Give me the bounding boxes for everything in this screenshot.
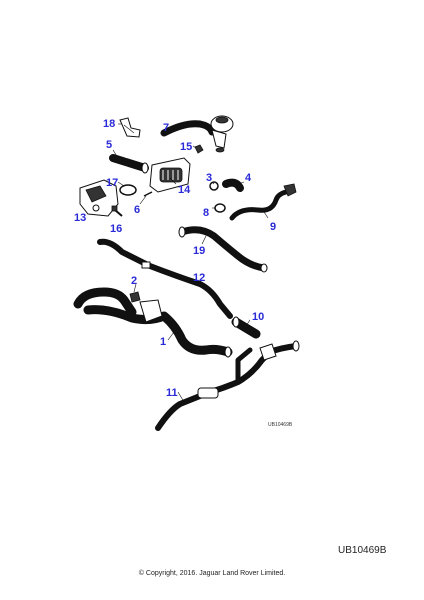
callout-19: 19 [193, 245, 205, 257]
callout-14: 14 [178, 184, 191, 196]
part-7-hose [160, 115, 234, 153]
callout-16: 16 [110, 223, 122, 235]
part-11-pipe [155, 340, 300, 431]
callout-9: 9 [270, 221, 276, 233]
callout-10: 10 [252, 311, 264, 323]
part-12-pipe [97, 238, 233, 319]
callout-11: 11 [166, 387, 178, 399]
part-8-clamp [214, 203, 226, 213]
callout-18: 18 [103, 118, 115, 130]
callout-7: 7 [163, 122, 169, 134]
part-5-pipe [109, 154, 149, 174]
part-16-bolt [111, 205, 123, 217]
callout-12: 12 [193, 272, 205, 284]
part-13-housing [79, 179, 119, 217]
callout-13: 13 [74, 212, 86, 224]
callout-15: 15 [180, 141, 192, 153]
callout-6: 6 [134, 204, 140, 216]
part-1-hose [73, 287, 233, 358]
part-6-bolt [143, 191, 153, 197]
part-14-pump [149, 157, 191, 193]
part-4-hose [222, 178, 244, 192]
callout-5: 5 [106, 139, 112, 151]
callout-3: 3 [206, 172, 212, 184]
callout-1: 1 [160, 336, 166, 348]
part-10-hose [231, 316, 261, 339]
part-18-bracket [119, 117, 141, 138]
diagram-reference: UB10469B [338, 545, 387, 556]
part-19-hose [178, 226, 268, 273]
callout-4: 4 [245, 172, 252, 184]
part-15-clip [194, 144, 204, 154]
part-17-gasket [119, 184, 137, 196]
part-3-clip [209, 181, 219, 191]
callout-17: 17 [106, 177, 118, 189]
inner-diagram-ref: UB10469B [268, 422, 293, 428]
callout-2: 2 [131, 275, 137, 287]
part-9-hose [229, 183, 297, 221]
callout-8: 8 [203, 207, 209, 219]
copyright-notice: © Copyright, 2016. Jaguar Land Rover Lim… [138, 570, 286, 577]
part-2-fitting [129, 291, 141, 303]
leader-lines [112, 123, 269, 403]
